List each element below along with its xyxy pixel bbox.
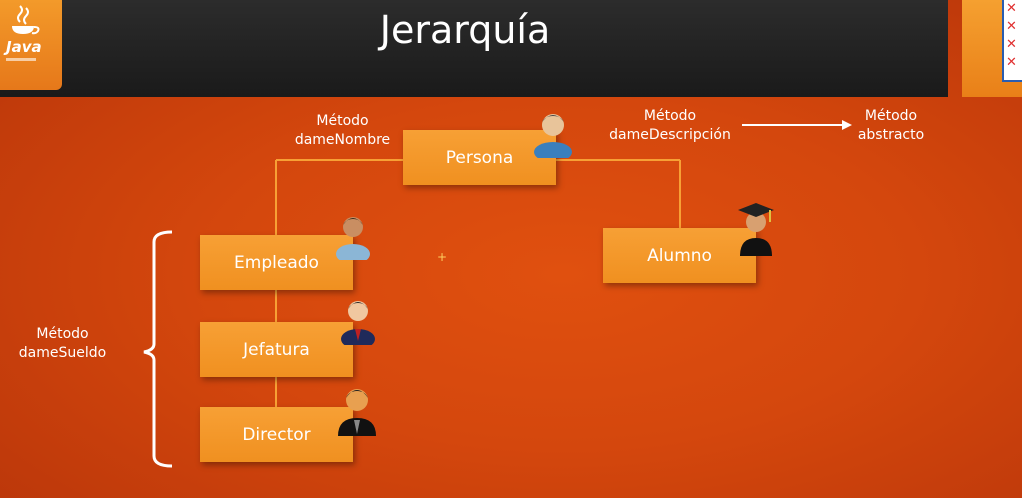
label-dame-sueldo: Método dameSueldo <box>18 326 107 361</box>
checklist-icon: ✕✕✕✕ <box>1002 0 1022 82</box>
person-icon <box>534 114 572 158</box>
graduate-icon <box>738 203 774 256</box>
logo-underline <box>6 58 36 61</box>
node-alumno: Alumno <box>603 228 756 283</box>
java-logo: Java <box>0 0 62 90</box>
svg-text:+: + <box>437 250 447 264</box>
java-cup-icon <box>12 5 40 35</box>
employee-icon <box>336 217 370 260</box>
node-empleado: Empleado <box>200 235 353 290</box>
label-abstracto: Método abstracto <box>857 108 925 143</box>
page-title: Jerarquía <box>379 8 551 52</box>
node-director: Director <box>200 407 353 462</box>
label-dame-descripcion: Método dameDescripción <box>609 108 731 143</box>
corner-graphic: ✕✕✕✕ <box>962 0 1022 97</box>
node-jefatura: Jefatura <box>200 322 353 377</box>
label-dame-nombre: Método dameNombre <box>294 113 391 148</box>
header-bar <box>0 0 948 97</box>
director-icon <box>338 389 376 436</box>
manager-icon <box>341 301 375 345</box>
node-persona: Persona <box>403 130 556 185</box>
logo-text: Java <box>6 38 42 56</box>
